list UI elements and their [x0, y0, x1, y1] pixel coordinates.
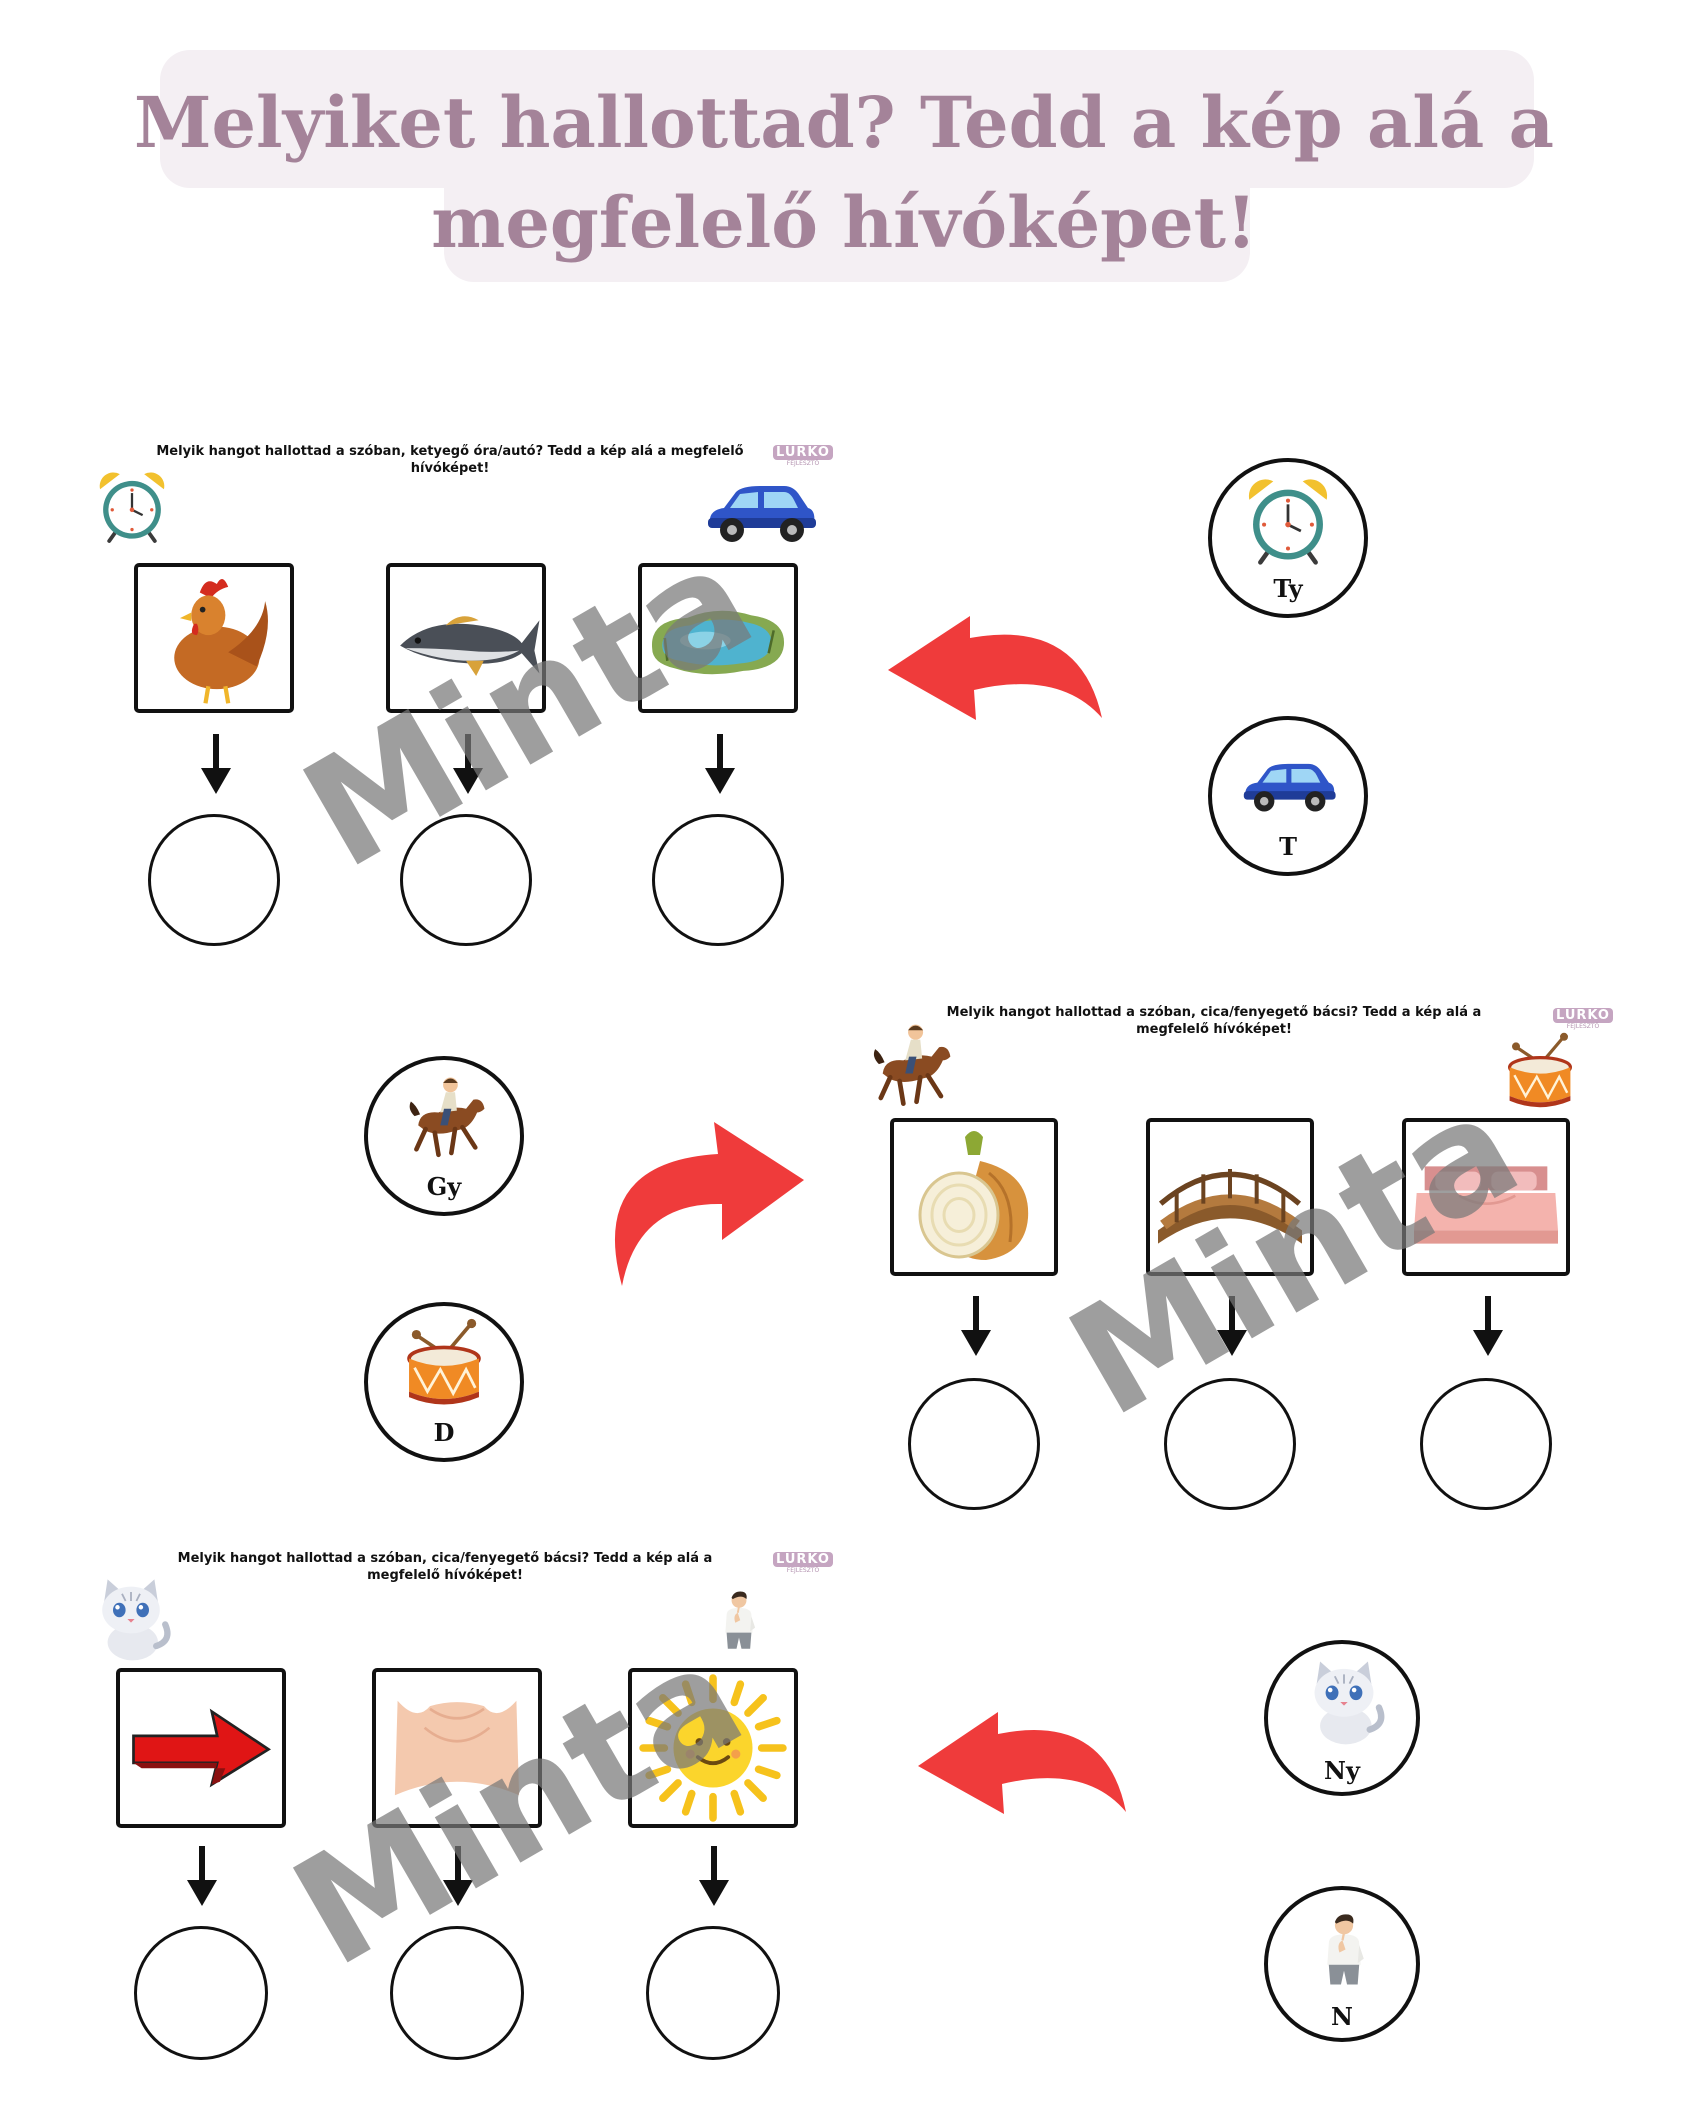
answer-drop-circle[interactable] — [148, 814, 280, 946]
down-arrow-icon — [184, 1846, 220, 1908]
drum-icon — [393, 1318, 495, 1410]
token-label: N — [1331, 2002, 1353, 2031]
token-card[interactable]: T — [1208, 716, 1368, 876]
answer-drop-circle[interactable] — [646, 1926, 780, 2060]
answer-drop-circle[interactable] — [908, 1378, 1040, 1510]
down-arrow-icon — [696, 1846, 732, 1908]
drum-icon — [1500, 1030, 1580, 1114]
scolding-man-icon — [708, 1572, 770, 1666]
token-label: T — [1279, 832, 1297, 861]
title-banner-bottom — [444, 158, 1250, 282]
car-icon — [700, 472, 820, 552]
token-label: Ny — [1324, 1756, 1360, 1785]
answer-drop-circle[interactable] — [1164, 1378, 1296, 1510]
token-card[interactable]: N — [1264, 1886, 1420, 2042]
curved-arrow-left-icon — [918, 1712, 1126, 1814]
token-label: Ty — [1273, 574, 1303, 603]
down-arrow-icon — [958, 1296, 994, 1358]
pond-icon — [642, 567, 794, 709]
curved-arrow-right-icon — [614, 1122, 804, 1286]
horse-rider-icon — [393, 1072, 495, 1164]
fish-icon — [390, 567, 542, 709]
picture-card[interactable] — [1146, 1118, 1314, 1276]
token-card[interactable]: Ty — [1208, 458, 1368, 618]
kitten-icon — [1293, 1656, 1395, 1748]
curved-arrow-left-icon — [888, 616, 1102, 720]
picture-card[interactable] — [116, 1668, 286, 1828]
token-label: Gy — [426, 1172, 462, 1201]
bed-icon — [1406, 1122, 1566, 1272]
bridge-icon — [1150, 1122, 1310, 1272]
kitten-icon — [86, 1572, 176, 1666]
down-arrow-icon — [1214, 1296, 1250, 1358]
onion-icon — [894, 1122, 1054, 1272]
red-arrow-icon — [120, 1672, 282, 1824]
picture-card[interactable] — [372, 1668, 542, 1828]
panel-2-instruction: Melyik hangot hallottad a szóban, cica/f… — [946, 1005, 1482, 1037]
down-arrow-icon — [702, 734, 738, 796]
down-arrow-icon — [440, 1846, 476, 1908]
picture-card[interactable] — [890, 1118, 1058, 1276]
token-card[interactable]: Gy — [364, 1056, 524, 1216]
answer-drop-circle[interactable] — [134, 1926, 268, 2060]
picture-card[interactable] — [386, 563, 546, 713]
picture-card[interactable] — [638, 563, 798, 713]
token-label: D — [433, 1418, 455, 1447]
picture-card[interactable] — [1402, 1118, 1570, 1276]
picture-card[interactable] — [628, 1668, 798, 1828]
scolding-man-icon — [1306, 1902, 1382, 1994]
horse-rider-icon — [862, 1018, 956, 1114]
picture-card[interactable] — [134, 563, 294, 713]
hen-icon — [138, 567, 290, 709]
panel-1-instruction: Melyik hangot hallottad a szóban, ketyeg… — [156, 444, 744, 476]
down-arrow-icon — [198, 734, 234, 796]
brand-logo: LURKÓ FEJLESZTŐ — [1546, 1004, 1620, 1030]
answer-drop-circle[interactable] — [1420, 1378, 1552, 1510]
alarm-clock-icon — [1237, 474, 1339, 566]
answer-drop-circle[interactable] — [652, 814, 784, 946]
answer-drop-circle[interactable] — [390, 1926, 524, 2060]
panel-3-instruction: Melyik hangot hallottad a szóban, cica/f… — [177, 1551, 713, 1583]
brand-logo: LURKÓ FEJLESZTŐ — [766, 1548, 840, 1574]
page-title-line-1: Melyiket hallottad? Tedd a kép alá a — [133, 81, 1555, 164]
token-card[interactable]: D — [364, 1302, 524, 1462]
down-arrow-icon — [1470, 1296, 1506, 1358]
sun-icon — [632, 1672, 794, 1824]
token-card[interactable]: Ny — [1264, 1640, 1420, 1796]
down-arrow-icon — [450, 734, 486, 796]
answer-drop-circle[interactable] — [400, 814, 532, 946]
page-title-line-2: megfelelő hívóképet! — [431, 181, 1257, 264]
car-icon — [1237, 740, 1339, 832]
neck-icon — [376, 1672, 538, 1824]
brand-logo: LURKÓ FEJLESZTŐ — [766, 441, 840, 467]
alarm-clock-icon — [94, 458, 170, 554]
